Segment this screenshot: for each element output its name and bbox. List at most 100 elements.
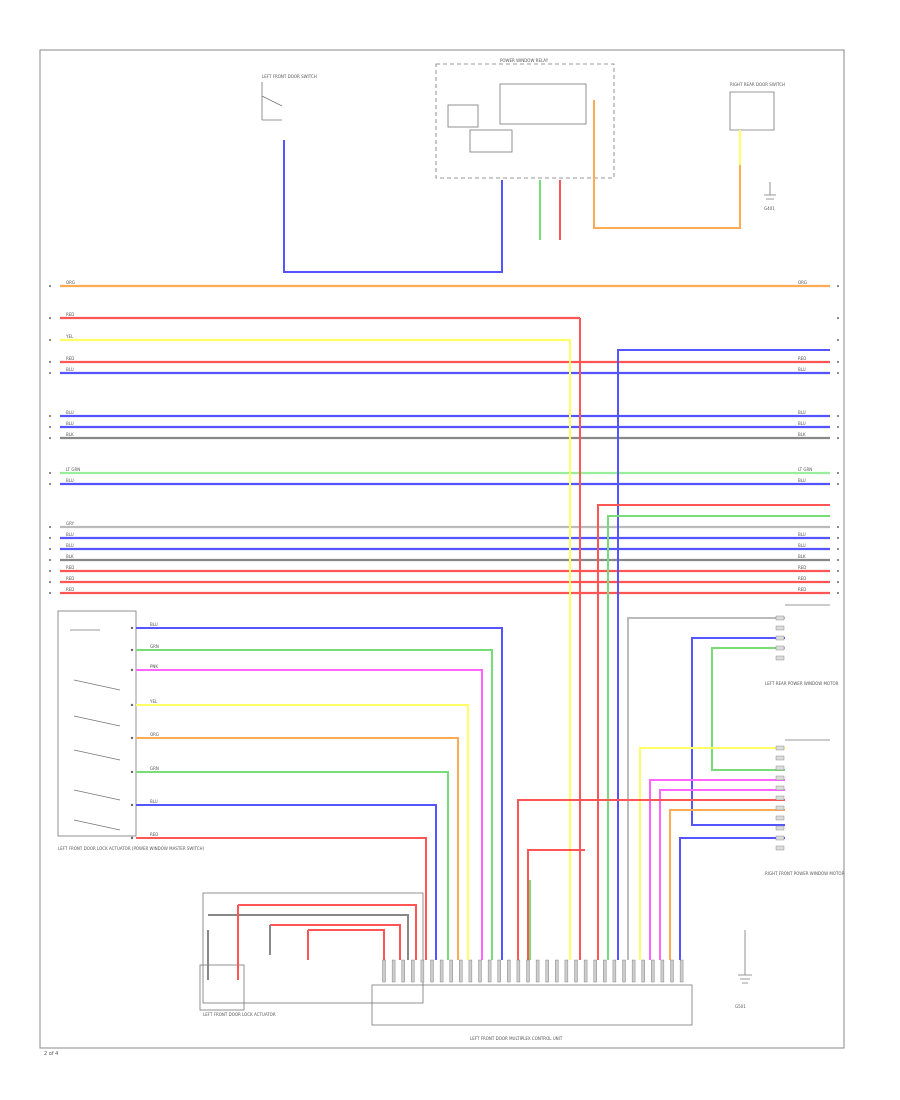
bus-terminal-right <box>837 537 839 539</box>
switch-wire-tag: PNK <box>150 664 158 669</box>
bus-wire-right-tag: ORG <box>798 280 807 285</box>
bus-wire-right-tag: BLU <box>798 543 806 548</box>
connector-pin <box>487 959 492 983</box>
bus-wire-right-tag: RED <box>798 587 806 592</box>
routed-wire <box>270 924 401 960</box>
bus-terminal-right <box>837 437 839 439</box>
bus-terminal-right <box>837 339 839 341</box>
lock-actuator-inner <box>199 964 245 1011</box>
window-ground-symbol <box>738 930 752 984</box>
switch-wire <box>136 669 483 960</box>
bus-wire-left-tag: BLU <box>66 532 74 537</box>
side-connector-pin <box>775 755 785 761</box>
bus-terminal-right <box>837 426 839 428</box>
connector-pin <box>574 959 578 983</box>
routed-wire <box>627 617 785 960</box>
bus-wire-left-tag: BLU <box>66 367 74 372</box>
bus-terminal-left <box>49 592 51 594</box>
bus-wire-right-tag: RED <box>798 576 806 581</box>
side-connector-pin <box>775 795 785 801</box>
bus-wire-left-tag: YEL <box>65 334 74 339</box>
bus-wire-left-tag: RED <box>66 356 74 361</box>
master-switch-contacts <box>70 629 121 831</box>
connector-pin <box>411 959 415 983</box>
connector-pin <box>535 959 540 983</box>
connector-pin <box>468 959 473 983</box>
bus-terminal-right <box>837 548 839 550</box>
static-components <box>57 63 830 1026</box>
bus-wire-right-tag: LT GRN <box>798 467 812 472</box>
lr-window-motor-label: LEFT REAR POWER WINDOW MOTOR <box>765 681 839 686</box>
routed-wire <box>308 929 385 960</box>
bus-wire-right-tag: BLU <box>798 421 806 426</box>
switch-wire <box>136 627 503 960</box>
bus-wire-left-tag: BLU <box>66 478 74 483</box>
connector-pin <box>439 959 444 983</box>
connector-pin <box>526 959 530 983</box>
bus-wire-left-tag: BLK <box>66 432 74 437</box>
bus-terminal-right <box>837 415 839 417</box>
power-window-relay-box <box>435 63 615 179</box>
bus-wire-right-tag: BLU <box>798 478 806 483</box>
routed-wire <box>679 837 785 960</box>
side-connector-pin <box>775 775 785 781</box>
bus-terminal-left <box>49 285 51 287</box>
switch-wire-tag: GRN <box>150 644 159 649</box>
rf-window-motor-label: RIGHT FRONT POWER WINDOW MOTOR <box>765 871 845 876</box>
routed-wire <box>669 809 785 960</box>
bus-terminal-left <box>49 559 51 561</box>
diagram-frame <box>39 49 845 1049</box>
connector-pin <box>516 959 521 983</box>
switch-wire <box>136 837 427 960</box>
bus-wire-left-tag: BLU <box>66 421 74 426</box>
lf-multiplex-unit-label: LEFT FRONT DOOR MULTIPLEX CONTROL UNIT <box>470 1036 563 1041</box>
switch-terminal <box>130 770 134 774</box>
switch-wire <box>136 649 493 960</box>
bus-wire-left-tag: RED <box>66 565 74 570</box>
bus-wire-right-tag: RED <box>798 356 806 361</box>
routed-wire <box>527 849 585 960</box>
routed-wire <box>607 515 830 960</box>
routed-wire <box>517 799 785 960</box>
lock-actuator-label: LEFT FRONT DOOR LOCK ACTUATOR <box>203 1012 276 1017</box>
bus-terminal-left <box>49 415 51 417</box>
switch-wire <box>136 771 449 960</box>
side-connector-pin <box>775 645 785 651</box>
top-left-switch-label: LEFT FRONT DOOR SWITCH <box>262 74 317 79</box>
bus-terminal-left <box>49 339 51 341</box>
connector-pin <box>507 959 511 983</box>
bus-terminal-right <box>837 483 839 485</box>
bus-wire-right-tag: BLU <box>798 532 806 537</box>
bus-terminal-left <box>49 570 51 572</box>
bus-terminal-left <box>49 437 51 439</box>
side-connector-pin <box>775 655 785 661</box>
bus-terminal-right <box>837 285 839 287</box>
connector-pin <box>583 959 588 983</box>
connector-pin <box>497 959 501 983</box>
connector-pins <box>382 615 785 983</box>
routed-wire <box>691 637 785 826</box>
connector-pin <box>382 959 386 983</box>
routed-wire <box>617 349 830 960</box>
bus-terminal-left <box>49 581 51 583</box>
routed-wire <box>208 914 409 960</box>
side-connector-pin <box>775 815 785 821</box>
routed-wire <box>283 140 503 273</box>
connector-pin <box>391 959 396 983</box>
connector-pin <box>612 959 617 983</box>
lock-actuator-box <box>202 892 424 1004</box>
relay-contact-box <box>469 129 513 153</box>
connector-pin <box>564 959 569 983</box>
switch-terminal <box>130 836 134 840</box>
bus-terminal-left <box>49 426 51 428</box>
routed-wire <box>649 779 785 960</box>
side-connector-pin <box>775 635 785 641</box>
switch-wire <box>136 737 459 960</box>
connector-pin <box>420 959 425 983</box>
connector-pin <box>679 959 684 983</box>
bus-wire-left-tag: ORG <box>66 280 75 285</box>
switch-wire-tag: GRN <box>150 766 159 771</box>
switch-terminal <box>130 703 134 707</box>
